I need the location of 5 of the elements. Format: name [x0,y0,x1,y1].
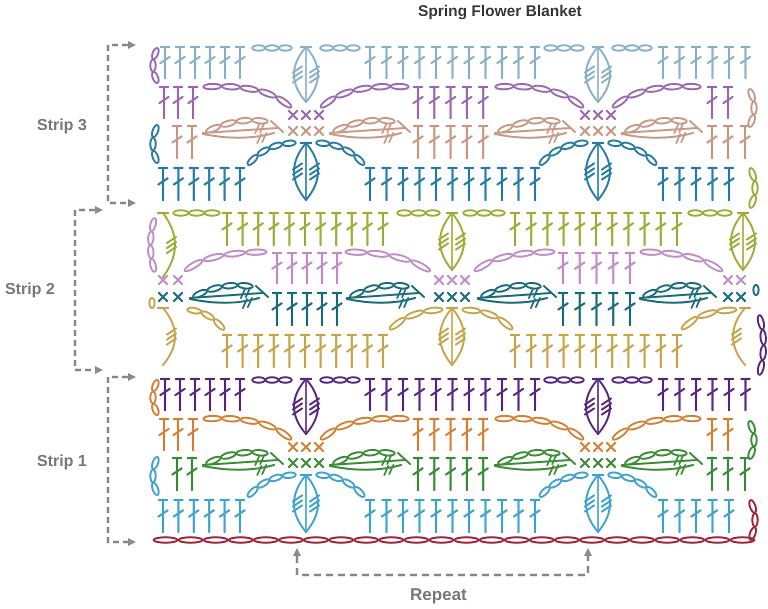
strip-label: Strip 3 [37,116,87,136]
strip-label: Strip 1 [37,452,87,472]
strip-label: Strip 2 [5,280,55,300]
chart-title: Spring Flower Blanket [418,3,582,22]
repeat-label: Repeat [410,585,467,606]
